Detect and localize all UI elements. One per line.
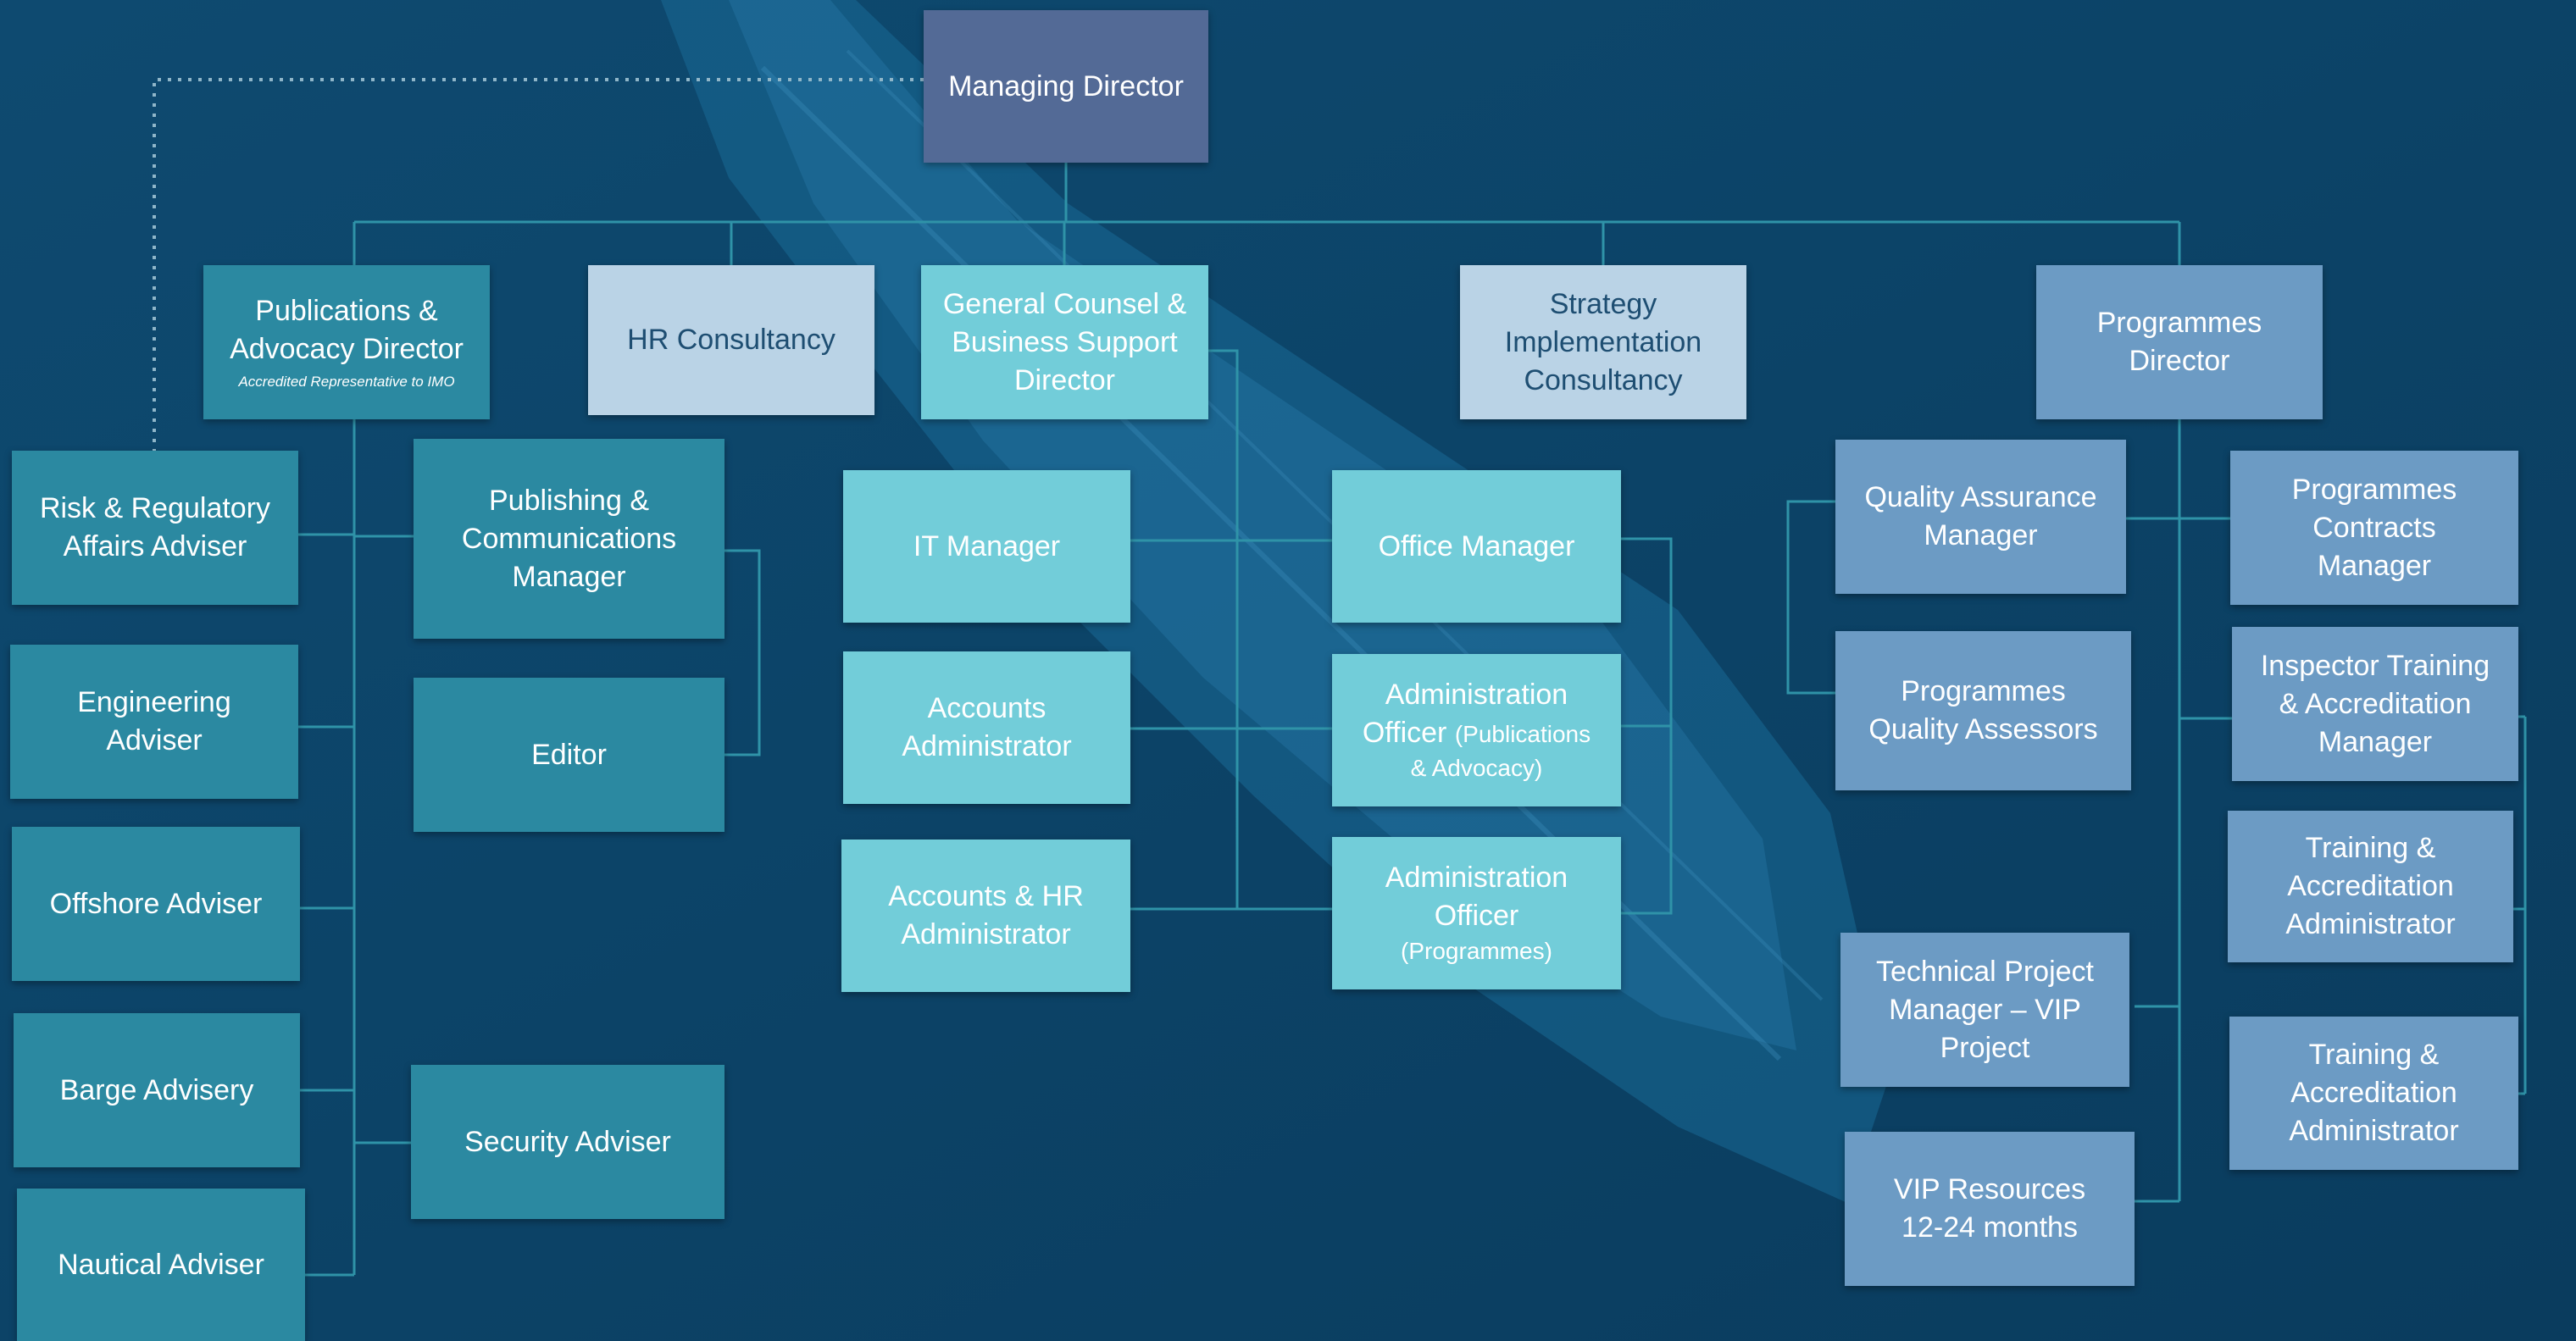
admin-officer-programmes-line1: Administration [1385,862,1568,894]
technical-project-manager-line1: Technical Project [1875,955,2094,988]
strategy-consultancy-line2: Implementation [1504,325,1702,358]
training-admin-2-line1: Training & [2308,1039,2440,1071]
accounts-administrator-line2: Administrator [902,730,1072,762]
training-admin-1-line1: Training & [2305,832,2436,864]
accounts-administrator-line1: Accounts [927,692,1046,724]
publishing-communications-manager-box: Publishing & Communications Manager [414,439,724,639]
offshore-adviser-box: Offshore Adviser [12,827,300,981]
inspector-training-manager-box: Inspector Training & Accreditation Manag… [2232,627,2518,781]
general-counsel-box: General Counsel & Business Support Direc… [921,265,1208,419]
quality-assurance-manager-line1: Quality Assurance [1864,481,2097,513]
editor-box: Editor [414,678,724,832]
publishing-manager-line2: Communications [461,522,677,555]
general-counsel-line1: General Counsel & [942,287,1187,320]
barge-advisery-label: Barge Advisery [59,1073,254,1106]
publishing-manager-line1: Publishing & [488,484,649,517]
programmes-director-line1: Programmes [2096,307,2262,339]
programmes-contracts-manager-line3: Manager [2317,549,2432,582]
training-accreditation-administrator-box-1: Training & Accreditation Administrator [2228,811,2513,962]
admin-officer-publications-box: Administration Officer (Publications & A… [1332,654,1621,806]
programmes-quality-assessors-line1: Programmes [1901,675,2066,707]
it-manager-label: IT Manager [913,529,1061,562]
vip-resources-line1: VIP Resources [1893,1173,2086,1205]
technical-project-manager-line2: Manager – VIP [1889,993,2081,1026]
managing-director-label: Managing Director [948,69,1184,103]
nautical-adviser-box: Nautical Adviser [17,1189,305,1341]
training-admin-1-line2: Accreditation [2287,870,2454,902]
publications-director-line1: Publications & [255,295,438,327]
risk-adviser-line1: Risk & Regulatory [39,492,271,524]
technical-project-manager-line3: Project [1940,1031,2030,1064]
inspector-training-manager-line1: Inspector Training [2260,649,2490,682]
training-accreditation-administrator-box-2: Training & Accreditation Administrator [2229,1017,2518,1170]
security-adviser-box: Security Adviser [411,1065,724,1219]
accounts-hr-administrator-line1: Accounts & HR [888,880,1084,912]
general-counsel-line3: Director [1013,363,1116,396]
programmes-quality-assessors-line2: Quality Assessors [1868,713,2098,745]
general-counsel-line2: Business Support [952,325,1178,358]
office-manager-label: Office Manager [1378,529,1575,562]
programmes-contracts-manager-line2: Contracts [2312,511,2436,544]
accounts-hr-administrator-line2: Administrator [901,918,1071,950]
vip-resources-line2: 12-24 months [1901,1211,2078,1244]
admin-officer-publications-line2-small: (Publications [1454,721,1591,747]
managing-director-box: Managing Director [924,10,1208,163]
engineering-adviser-line1: Engineering [77,686,231,718]
risk-regulatory-adviser-box: Risk & Regulatory Affairs Adviser [12,451,298,605]
admin-officer-programmes-box: Administration Officer (Programmes) [1332,837,1621,989]
barge-advisery-box: Barge Advisery [14,1013,300,1167]
vip-resources-box: VIP Resources 12-24 months [1845,1132,2135,1286]
programmes-director-line2: Director [2129,345,2230,377]
it-manager-box: IT Manager [843,470,1130,623]
editor-label: Editor [531,738,607,771]
offshore-adviser-label: Offshore Adviser [49,887,263,920]
training-admin-2-line2: Accreditation [2290,1077,2457,1109]
accounts-administrator-box: Accounts Administrator [843,651,1130,804]
publications-director-line2: Advocacy Director [230,333,464,365]
technical-project-manager-box: Technical Project Manager – VIP Project [1840,933,2129,1087]
quality-assurance-manager-line2: Manager [1924,519,2038,551]
inspector-training-manager-line3: Manager [2318,725,2433,758]
admin-officer-programmes-line2: Officer [1434,900,1519,932]
inspector-training-manager-line2: & Accreditation [2279,687,2472,720]
admin-officer-publications-line1: Administration [1385,679,1568,711]
risk-adviser-line2: Affairs Adviser [63,530,247,562]
engineering-adviser-line2: Adviser [106,724,203,756]
admin-officer-publications-line2: Officer [1362,717,1447,749]
nautical-adviser-label: Nautical Adviser [58,1248,264,1281]
strategy-consultancy-line3: Consultancy [1524,363,1683,396]
training-admin-2-line3: Administrator [2289,1115,2459,1147]
programmes-quality-assessors-box: Programmes Quality Assessors [1835,631,2131,790]
admin-officer-programmes-line3: (Programmes) [1401,938,1552,964]
hr-consultancy-box: HR Consultancy [588,265,874,415]
security-adviser-label: Security Adviser [464,1125,671,1158]
publishing-manager-line3: Manager [512,560,626,593]
office-manager-box: Office Manager [1332,470,1621,623]
engineering-adviser-box: Engineering Adviser [10,645,298,799]
programmes-director-box: Programmes Director [2036,265,2323,419]
accounts-hr-administrator-box: Accounts & HR Administrator [841,840,1130,992]
programmes-contracts-manager-line1: Programmes [2291,473,2457,506]
publications-director-box: Publications & Advocacy Director Accredi… [203,265,490,419]
quality-assurance-manager-box: Quality Assurance Manager [1835,440,2126,594]
training-admin-1-line3: Administrator [2285,908,2456,940]
strategy-consultancy-line1: Strategy [1549,287,1657,320]
admin-officer-publications-line3: & Advocacy) [1410,755,1543,781]
strategy-consultancy-box: Strategy Implementation Consultancy [1460,265,1746,419]
imo-representative-note: Accredited Representative to IMO [238,374,455,390]
hr-consultancy-label: HR Consultancy [627,324,836,356]
programmes-contracts-manager-box: Programmes Contracts Manager [2230,451,2518,605]
